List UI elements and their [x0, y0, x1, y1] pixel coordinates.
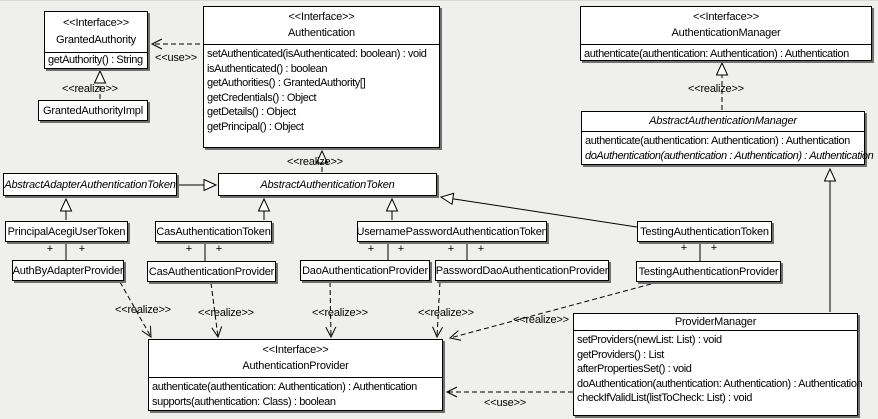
class-granted-authority[interactable]: <<Interface>> GrantedAuthority getAuthor… — [44, 11, 148, 69]
class-name: AbstractAuthenticationManager — [649, 115, 797, 127]
class-principal-acegi-user-token[interactable]: PrincipalAcegiUserToken — [5, 221, 128, 242]
class-password-dao-authentication-provider[interactable]: PasswordDaoAuthenticationProvider — [435, 260, 609, 281]
stereotype-label: <<Interface>> — [288, 10, 355, 23]
class-name: TestingAuthenticationToken — [640, 225, 769, 238]
class-name: AuthByAdapterProvider — [12, 264, 124, 277]
realize-label: <<realize>> — [688, 83, 744, 95]
method: doAuthentication(authentication: Authent… — [577, 377, 863, 390]
class-header: <<Interface>> Authentication — [204, 7, 439, 45]
edge-realize-authbyadapterprovider — [119, 281, 152, 338]
method: doAuthentication(authentication : Authen… — [585, 149, 874, 162]
association-plus: + — [185, 243, 193, 255]
method: getProviders() : List — [577, 348, 664, 361]
method: getAuthorities() : GrantedAuthority[] — [207, 77, 366, 89]
class-authentication-manager[interactable]: <<Interface>> AuthenticationManager auth… — [580, 6, 872, 61]
method: getDetails() : Object — [207, 106, 296, 118]
class-name: DaoAuthenticationProvider — [302, 264, 428, 277]
association-plus: + — [78, 243, 86, 255]
class-dao-authentication-provider[interactable]: DaoAuthenticationProvider — [300, 260, 430, 281]
stereotype-label: <<Interface>> — [63, 16, 129, 29]
class-name: UsernamePasswordAuthenticationToken — [356, 225, 548, 238]
use-label: <<use>> — [484, 397, 527, 409]
association-plus: + — [215, 243, 223, 255]
class-testing-authentication-provider[interactable]: TestingAuthenticationProvider — [636, 261, 781, 282]
method: authenticate(authentication: Authenticat… — [585, 135, 850, 147]
association-plus: + — [397, 243, 405, 255]
class-header: <<Interface>> AuthenticationManager — [581, 7, 871, 45]
realize-label: <<realize>> — [513, 314, 569, 326]
class-abstract-adapter-authentication-token[interactable]: AbstractAdapterAuthenticationToken — [3, 173, 177, 196]
class-provider-manager[interactable]: ProviderManager setProviders(newList: Li… — [573, 313, 863, 416]
class-header: AbstractAuthenticationManager — [582, 112, 864, 132]
stereotype-label: <<Interface>> — [693, 10, 759, 23]
class-name: CasAuthenticationToken — [156, 225, 271, 238]
class-name: AbstractAuthenticationToken — [260, 178, 395, 191]
class-name: GrantedAuthorityImpl — [43, 104, 143, 117]
realize-label: <<realize>> — [418, 307, 474, 319]
method: setAuthenticated(isAuthenticated: boolea… — [207, 48, 427, 60]
class-name: PrincipalAcegiUserToken — [7, 225, 126, 238]
method: authenticate(authentication: Authenticat… — [584, 48, 849, 60]
association-plus: + — [447, 243, 455, 255]
method: isAuthenticated() : boolean — [207, 62, 328, 75]
association-plus: + — [367, 243, 375, 255]
edge-generalize-testingauthenticationtoken — [441, 197, 638, 228]
method: getAuthority() : String — [48, 54, 143, 66]
class-name: GrantedAuthority — [56, 34, 136, 47]
class-abstract-authentication-token[interactable]: AbstractAuthenticationToken — [218, 173, 437, 196]
edge-realize-daoauthenticationprovider — [325, 281, 337, 339]
association-plus: + — [710, 242, 718, 254]
class-abstract-authentication-manager[interactable]: AbstractAuthenticationManager authentica… — [581, 111, 874, 165]
realize-label: <<realize>> — [62, 83, 118, 95]
class-username-password-authentication-token[interactable]: UsernamePasswordAuthenticationToken — [356, 221, 548, 242]
class-name: AuthenticationProvider — [242, 360, 349, 373]
class-name: CasAuthenticationProvider — [148, 265, 275, 278]
class-auth-by-adapter-provider[interactable]: AuthByAdapterProvider — [12, 260, 124, 281]
method: checkIfValidList(listToCheck: List) : vo… — [577, 392, 752, 404]
class-name: PasswordDaoAuthenticationProvider — [435, 264, 609, 277]
class-testing-authentication-token[interactable]: TestingAuthenticationToken — [637, 221, 772, 242]
method: authenticate(authentication: Authenticat… — [152, 381, 417, 393]
stereotype-label: <<Interface>> — [262, 343, 329, 356]
association-plus: + — [46, 243, 54, 255]
realize-label: <<realize>> — [198, 307, 254, 319]
use-label: <<use>> — [155, 52, 198, 64]
class-name: ProviderManager — [674, 315, 757, 328]
class-cas-authentication-provider[interactable]: CasAuthenticationProvider — [147, 261, 276, 282]
realize-label: <<realize>> — [312, 307, 368, 319]
association-plus: + — [477, 243, 485, 255]
edge-realize-casauthenticationprovider — [210, 282, 223, 339]
class-cas-authentication-token[interactable]: CasAuthenticationToken — [155, 221, 272, 242]
class-name: AuthenticationManager — [671, 27, 781, 40]
realize-label: <<realize>> — [287, 156, 343, 168]
method: supports(authentication: Class) : boolea… — [152, 395, 336, 408]
edge-realize-testingauthenticationprovider — [448, 283, 652, 341]
realize-label: <<realize>> — [115, 304, 171, 316]
association-plus: + — [680, 242, 688, 254]
class-header: ProviderManager — [574, 314, 857, 331]
class-name: TestingAuthenticationProvider — [638, 265, 779, 278]
method: getPrincipal() : Object — [207, 120, 304, 133]
class-authentication[interactable]: <<Interface>> Authentication setAuthenti… — [203, 6, 440, 148]
class-header: <<Interface>> AuthenticationProvider — [149, 340, 442, 378]
method: afterPropertiesSet() : void — [577, 363, 692, 375]
class-name: AbstractAdapterAuthenticationToken — [4, 178, 176, 191]
method: getCredentials() : Object — [207, 91, 317, 104]
class-granted-authority-impl[interactable]: GrantedAuthorityImpl — [38, 100, 148, 121]
edge-realize-passworddaoauthenticationprovider — [432, 281, 443, 339]
class-header: <<Interface>> GrantedAuthority — [45, 12, 147, 53]
class-name: Authentication — [288, 27, 355, 40]
class-authentication-provider[interactable]: <<Interface>> AuthenticationProvider aut… — [148, 339, 443, 411]
method: setProviders(newList: List) : void — [577, 334, 722, 346]
